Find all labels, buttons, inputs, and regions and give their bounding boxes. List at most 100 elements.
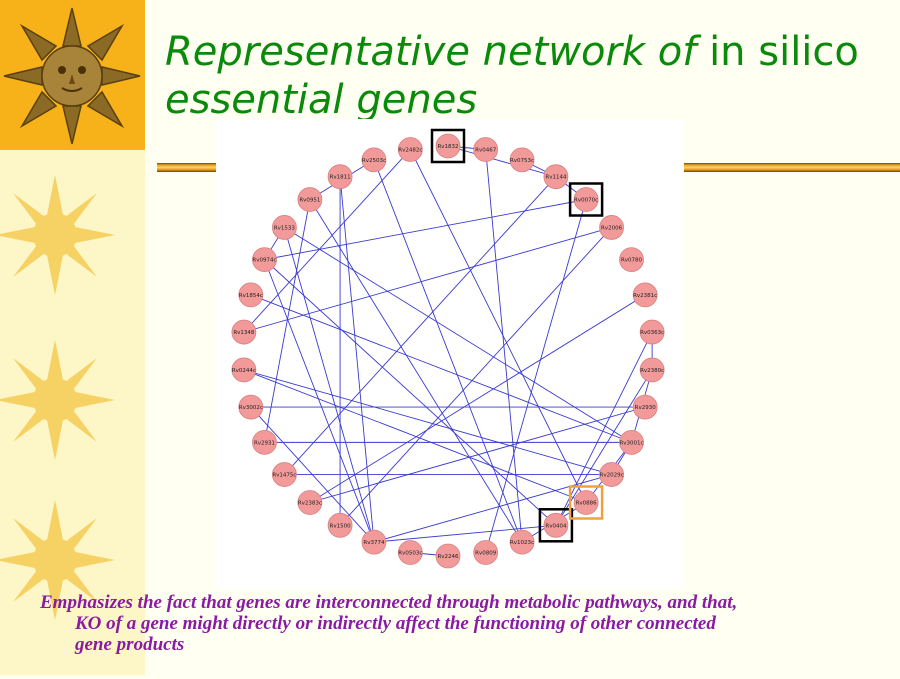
network-edge — [555, 369, 653, 526]
node-circle — [632, 394, 658, 420]
node-label: Rv0467 — [475, 147, 497, 153]
network-edge — [447, 145, 557, 178]
node-label: Rv1023c — [510, 540, 534, 546]
title-part-1: Representative network of — [165, 29, 710, 75]
gene-network-graph: Rv1832Rv0467Rv0753cRv1144Rv0070cRv2006Rv… — [231, 128, 665, 569]
node-circle — [272, 462, 297, 487]
node-label: Rv3774 — [363, 540, 385, 546]
node-label: Rv1854c — [239, 293, 263, 299]
node-label: Rv0070c — [574, 198, 598, 204]
network-node: Rv1144 — [543, 164, 569, 190]
node-circle — [327, 512, 353, 538]
network-edge — [264, 199, 311, 443]
network-node: Rv0780 — [619, 247, 644, 273]
caption: Emphasizes the fact that genes are inter… — [40, 592, 890, 655]
title-part-2: in silico — [709, 29, 859, 75]
network-edge — [339, 176, 375, 543]
node-circle — [238, 282, 264, 308]
node-circle — [231, 357, 257, 383]
caption-line-2: KO of a gene might directly or indirectl… — [75, 613, 716, 634]
caption-line-1: Emphasizes the fact that genes are inter… — [40, 592, 738, 613]
network-node: Rv1475c — [272, 462, 297, 487]
slide-title: Representative network of in silico esse… — [165, 28, 865, 124]
node-label: Rv1348 — [233, 330, 255, 336]
node-circle — [639, 357, 665, 383]
node-circle — [361, 529, 387, 555]
network-edge — [555, 331, 653, 526]
node-label: Rv0974c — [252, 258, 276, 264]
sun-logo — [0, 0, 145, 150]
network-node: Rv0753c — [509, 147, 535, 173]
node-label: Rv1500 — [330, 523, 352, 529]
network-edge — [373, 524, 556, 543]
network-node: Rv2381c — [632, 282, 658, 308]
node-circle — [238, 394, 264, 420]
node-label: Rv2006 — [601, 225, 623, 231]
node-circle — [297, 187, 323, 212]
network-node: Rv1023c — [509, 529, 535, 555]
network-node: Rv1811 — [327, 164, 353, 190]
node-circle — [509, 147, 535, 173]
network-edge — [250, 294, 632, 443]
node-label: Rv1144 — [545, 175, 567, 181]
network-node: Rv2029c — [599, 462, 624, 487]
network-node: Rv0404 — [543, 512, 569, 538]
node-label: Rv2482c — [398, 147, 422, 153]
network-node: Rv0809 — [473, 540, 499, 565]
network-edge — [264, 199, 587, 261]
node-circle — [361, 147, 387, 173]
network-edge — [485, 199, 587, 553]
node-label: Rv0780 — [621, 258, 643, 264]
network-node: Rv2006 — [599, 215, 624, 240]
node-label: Rv0886 — [576, 500, 598, 506]
node-label: Rv2029c — [600, 473, 624, 479]
node-label: Rv2930 — [635, 405, 657, 411]
network-edge — [409, 149, 587, 503]
network-node: Rv1500 — [327, 512, 353, 538]
network-node: Rv3774 — [361, 529, 387, 555]
network-edge — [243, 369, 612, 475]
network-node: Rv0951 — [297, 187, 323, 212]
node-label: Rv3001c — [619, 440, 643, 446]
network-edge — [339, 227, 612, 526]
network-edge — [309, 294, 646, 503]
node-label: Rv1811 — [330, 175, 351, 181]
node-circle — [509, 529, 535, 555]
network-node: Rv2380c — [639, 357, 665, 383]
node-circle — [473, 540, 499, 565]
network-node: Rv1533 — [272, 215, 297, 240]
network-node: Rv3002c — [238, 394, 264, 420]
network-node: Rv1832 — [435, 133, 461, 159]
network-node: Rv2246 — [435, 543, 461, 569]
node-label: Rv2503c — [362, 158, 386, 164]
node-circle — [619, 429, 644, 455]
node-circle — [573, 490, 599, 515]
network-node: Rv3001c — [619, 429, 644, 455]
highlight-box-black — [538, 508, 574, 543]
network-edge — [284, 176, 557, 475]
node-circle — [543, 164, 569, 190]
node-label: Rv0951 — [299, 198, 320, 204]
gold-divider-left — [157, 163, 219, 172]
network-node: Rv0503c — [397, 540, 423, 565]
node-label: Rv0503c — [398, 551, 422, 557]
network-node: Rv0244c — [231, 357, 257, 383]
sun-face-icon — [3, 7, 141, 145]
node-label: Rv0363c — [640, 330, 664, 336]
node-circle — [619, 247, 644, 273]
node-circle — [573, 187, 599, 212]
caption-line-3: gene products — [75, 634, 185, 655]
network-edge — [309, 199, 523, 543]
network-edge — [243, 149, 411, 333]
network-edge — [264, 259, 375, 543]
highlight-box-black — [568, 182, 604, 217]
node-label: Rv3002c — [239, 405, 263, 411]
sun-pattern-icon — [0, 175, 115, 620]
network-node: Rv2503c — [361, 147, 387, 173]
node-circle — [327, 164, 353, 190]
node-circle — [639, 319, 665, 345]
network-node: Rv1348 — [231, 319, 257, 345]
network-edge — [264, 259, 557, 526]
network-node: Rv2930 — [632, 394, 658, 420]
